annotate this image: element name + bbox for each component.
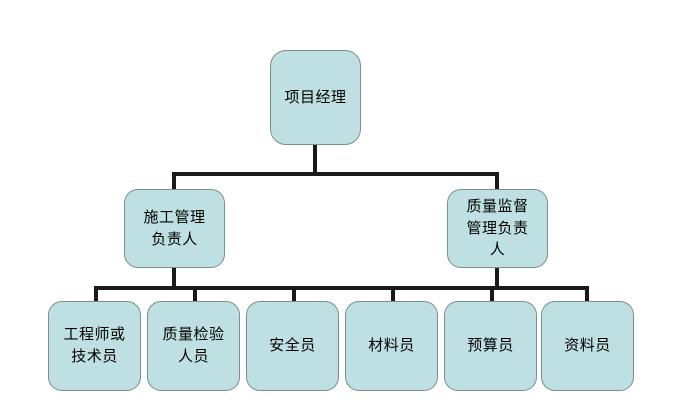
connector-drop-to-quality	[495, 172, 499, 191]
connector-drop-to-inspector	[193, 286, 197, 303]
connector-level1-bus	[172, 172, 499, 176]
connector-drop-to-budget	[490, 286, 494, 303]
connector-root-trunk	[313, 144, 317, 176]
connector-quality-trunk	[495, 266, 499, 288]
connector-construction-trunk	[172, 266, 176, 288]
connector-drop-to-engineer	[94, 286, 98, 303]
connector-drop-to-construction	[172, 172, 176, 191]
node-label: 材料员	[368, 336, 415, 355]
node-label: 施工管理 负责人	[143, 207, 206, 248]
node-label: 质量监督 管理负责 人	[466, 196, 529, 259]
node-quality-inspector[interactable]: 质量检验 人员	[147, 301, 240, 391]
node-label: 预算员	[467, 336, 514, 355]
node-quality-supervisor[interactable]: 质量监督 管理负责 人	[447, 189, 548, 268]
node-label: 资料员	[564, 336, 611, 355]
node-records-officer[interactable]: 资料员	[541, 301, 634, 391]
node-safety-officer[interactable]: 安全员	[246, 301, 339, 391]
node-label: 项目经理	[284, 87, 347, 106]
node-engineer-technician[interactable]: 工程师或 技术员	[48, 301, 141, 391]
node-label: 安全员	[269, 336, 316, 355]
connector-drop-to-materials	[391, 286, 395, 303]
node-materials-officer[interactable]: 材料员	[345, 301, 438, 391]
connector-level2-bus	[94, 286, 589, 290]
node-label: 质量检验 人员	[162, 325, 225, 365]
node-construction-supervisor[interactable]: 施工管理 负责人	[124, 189, 225, 268]
node-label: 工程师或 技术员	[63, 325, 126, 365]
connector-drop-to-safety	[292, 286, 296, 303]
connector-drop-to-records	[585, 286, 589, 303]
node-budget-officer[interactable]: 预算员	[444, 301, 537, 391]
node-project-manager[interactable]: 项目经理	[270, 50, 361, 145]
